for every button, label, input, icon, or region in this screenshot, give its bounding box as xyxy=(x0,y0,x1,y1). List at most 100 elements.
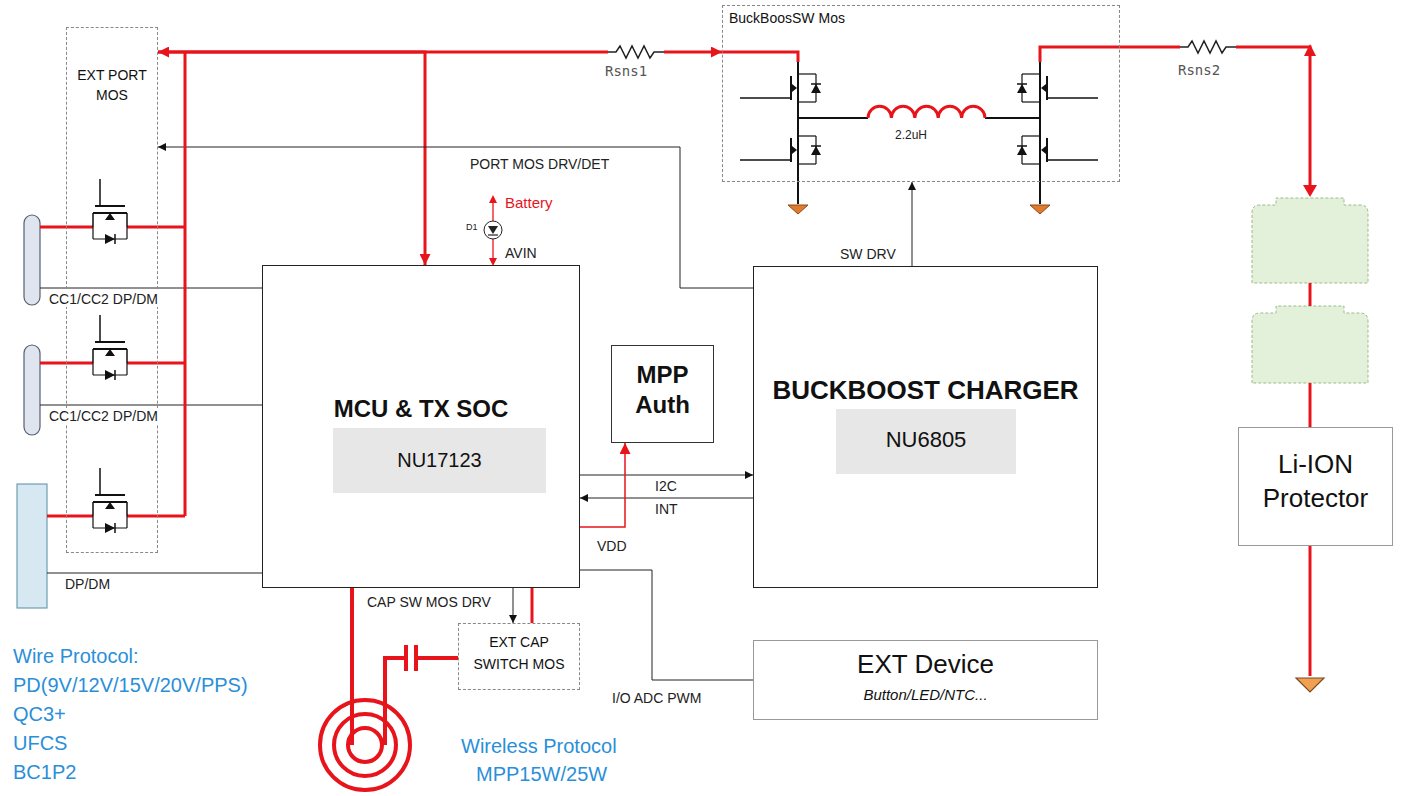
power-wires xyxy=(184,52,187,516)
resistor-symbol xyxy=(1180,39,1236,55)
battery-cells xyxy=(1252,306,1368,383)
ground-symbol xyxy=(1296,678,1324,692)
protocol-item: MPP15W/25W xyxy=(474,763,609,786)
signal-label: I/O ADC PWM xyxy=(610,690,703,706)
charger-block: BUCKBOOST CHARGER NU6805 xyxy=(753,266,1098,588)
power-wires xyxy=(127,226,185,229)
connector xyxy=(158,147,753,288)
ext-device-box: EXT DeviceButton/LED/NTC... xyxy=(753,640,1098,720)
power-wires xyxy=(1040,47,1310,190)
cap-switch-group: EXT CAP SWITCH MOS xyxy=(458,623,580,690)
signal-wires xyxy=(40,288,262,289)
resistor-symbol xyxy=(608,46,664,58)
bridge-mosfets xyxy=(1017,124,1098,176)
ground-symbol xyxy=(1030,205,1050,214)
bridge-mosfets xyxy=(797,176,799,204)
pin-name: AVIN xyxy=(503,245,539,261)
usb-ports xyxy=(17,215,47,608)
node-note: Button/LED/NTC... xyxy=(758,686,1093,704)
battery-diode xyxy=(488,226,498,234)
battery-diode xyxy=(489,195,497,203)
chip-label-box: NU17123 xyxy=(333,428,546,493)
node-title: EXT CAP SWITCH MOS xyxy=(471,632,567,675)
connector xyxy=(580,475,753,476)
battery-cells xyxy=(1252,198,1368,427)
soc-block: MCU & TX SOC NU17123 xyxy=(262,265,580,588)
wireless-coil xyxy=(385,658,406,745)
battery-diode xyxy=(488,234,498,235)
supply-label: Battery xyxy=(503,194,555,211)
bridge-mosfets xyxy=(798,117,868,119)
connector xyxy=(580,570,753,680)
resistor-symbol xyxy=(608,44,664,60)
node-title: BuckBoosSW Mos xyxy=(729,10,1113,27)
power-wires xyxy=(127,515,185,518)
port-mos-group: EXT PORT MOS xyxy=(66,27,158,553)
protector-box: Li-ION Protector xyxy=(1238,427,1393,546)
port-mosfets xyxy=(93,468,127,533)
bridge-mosfets xyxy=(740,124,821,176)
auth-block: MPP Auth xyxy=(611,345,714,443)
port-mosfets xyxy=(93,315,127,380)
wireless-coil xyxy=(416,656,458,660)
bridge-mosfets xyxy=(1039,176,1041,204)
wireless-coil xyxy=(350,588,354,745)
connector xyxy=(580,498,753,499)
signal-name: CC1/CC2 DP/DM xyxy=(47,408,160,424)
resistor-label: Rsns1 xyxy=(603,63,649,79)
signal-label: SW DRV xyxy=(838,246,898,262)
port-mosfets xyxy=(93,179,127,244)
node-title: MPP Auth xyxy=(613,360,712,420)
protocol-item: UFCS xyxy=(11,732,69,755)
node-title: NU17123 xyxy=(337,448,542,472)
connector xyxy=(531,588,534,623)
signal-label: INT xyxy=(653,501,680,517)
connector xyxy=(580,443,625,527)
node-title: Li-ION Protector xyxy=(1240,448,1391,516)
usb-ports xyxy=(24,345,40,435)
signal-name: DP/DM xyxy=(63,576,112,592)
switch-mos-group: BuckBoosSW Mos xyxy=(722,5,1120,182)
resistor-symbol xyxy=(1180,39,1236,55)
node-title: BUCKBOOST CHARGER xyxy=(758,375,1093,406)
protocol-item: BC1P2 xyxy=(11,761,78,784)
connector xyxy=(513,588,514,623)
bridge-mosfets xyxy=(740,62,821,114)
bridge-mosfets xyxy=(1017,62,1098,114)
port-mosfets xyxy=(93,179,127,533)
signal-name: CC1/CC2 DP/DM xyxy=(47,291,160,307)
signal-wires xyxy=(40,288,262,573)
inductor-value: 2.2uH xyxy=(893,129,929,143)
arrow-head xyxy=(1303,185,1317,197)
battery-diode xyxy=(484,221,502,239)
power-wires xyxy=(47,515,93,518)
resistor-label: Rsns2 xyxy=(1176,62,1222,78)
battery-cells xyxy=(1252,198,1368,283)
resistor-symbol xyxy=(1180,41,1236,53)
power-wires xyxy=(722,52,798,62)
resistor-symbol xyxy=(608,44,664,60)
signal-wires xyxy=(47,573,262,574)
battery-cells xyxy=(1309,383,1312,427)
signal-label: VDD xyxy=(595,538,629,554)
node-title: NU6805 xyxy=(840,427,1012,453)
signal-label: CAP SW MOS DRV xyxy=(365,594,493,610)
bridge-mosfets xyxy=(740,62,1098,214)
usb-ports xyxy=(24,215,40,305)
wireless-coil xyxy=(320,588,458,790)
node-title: MCU & TX SOC xyxy=(269,395,573,424)
bridge-mosfets xyxy=(985,117,1040,119)
power-wires xyxy=(127,362,185,365)
arrow-head xyxy=(1304,44,1316,56)
power-wires xyxy=(1309,546,1312,676)
wireless-coil xyxy=(414,645,418,671)
bridge-mosfets xyxy=(740,98,1098,204)
battery-diode xyxy=(484,195,502,266)
protocol-item: PD(9V/12V/15V/20V/PPS) xyxy=(11,674,250,697)
battery-cells xyxy=(1309,283,1312,306)
part-name: D1 xyxy=(464,222,480,232)
node-title: EXT PORT MOS xyxy=(68,66,156,105)
ground-symbol xyxy=(788,205,808,214)
bridge-mosfets xyxy=(1039,114,1041,124)
